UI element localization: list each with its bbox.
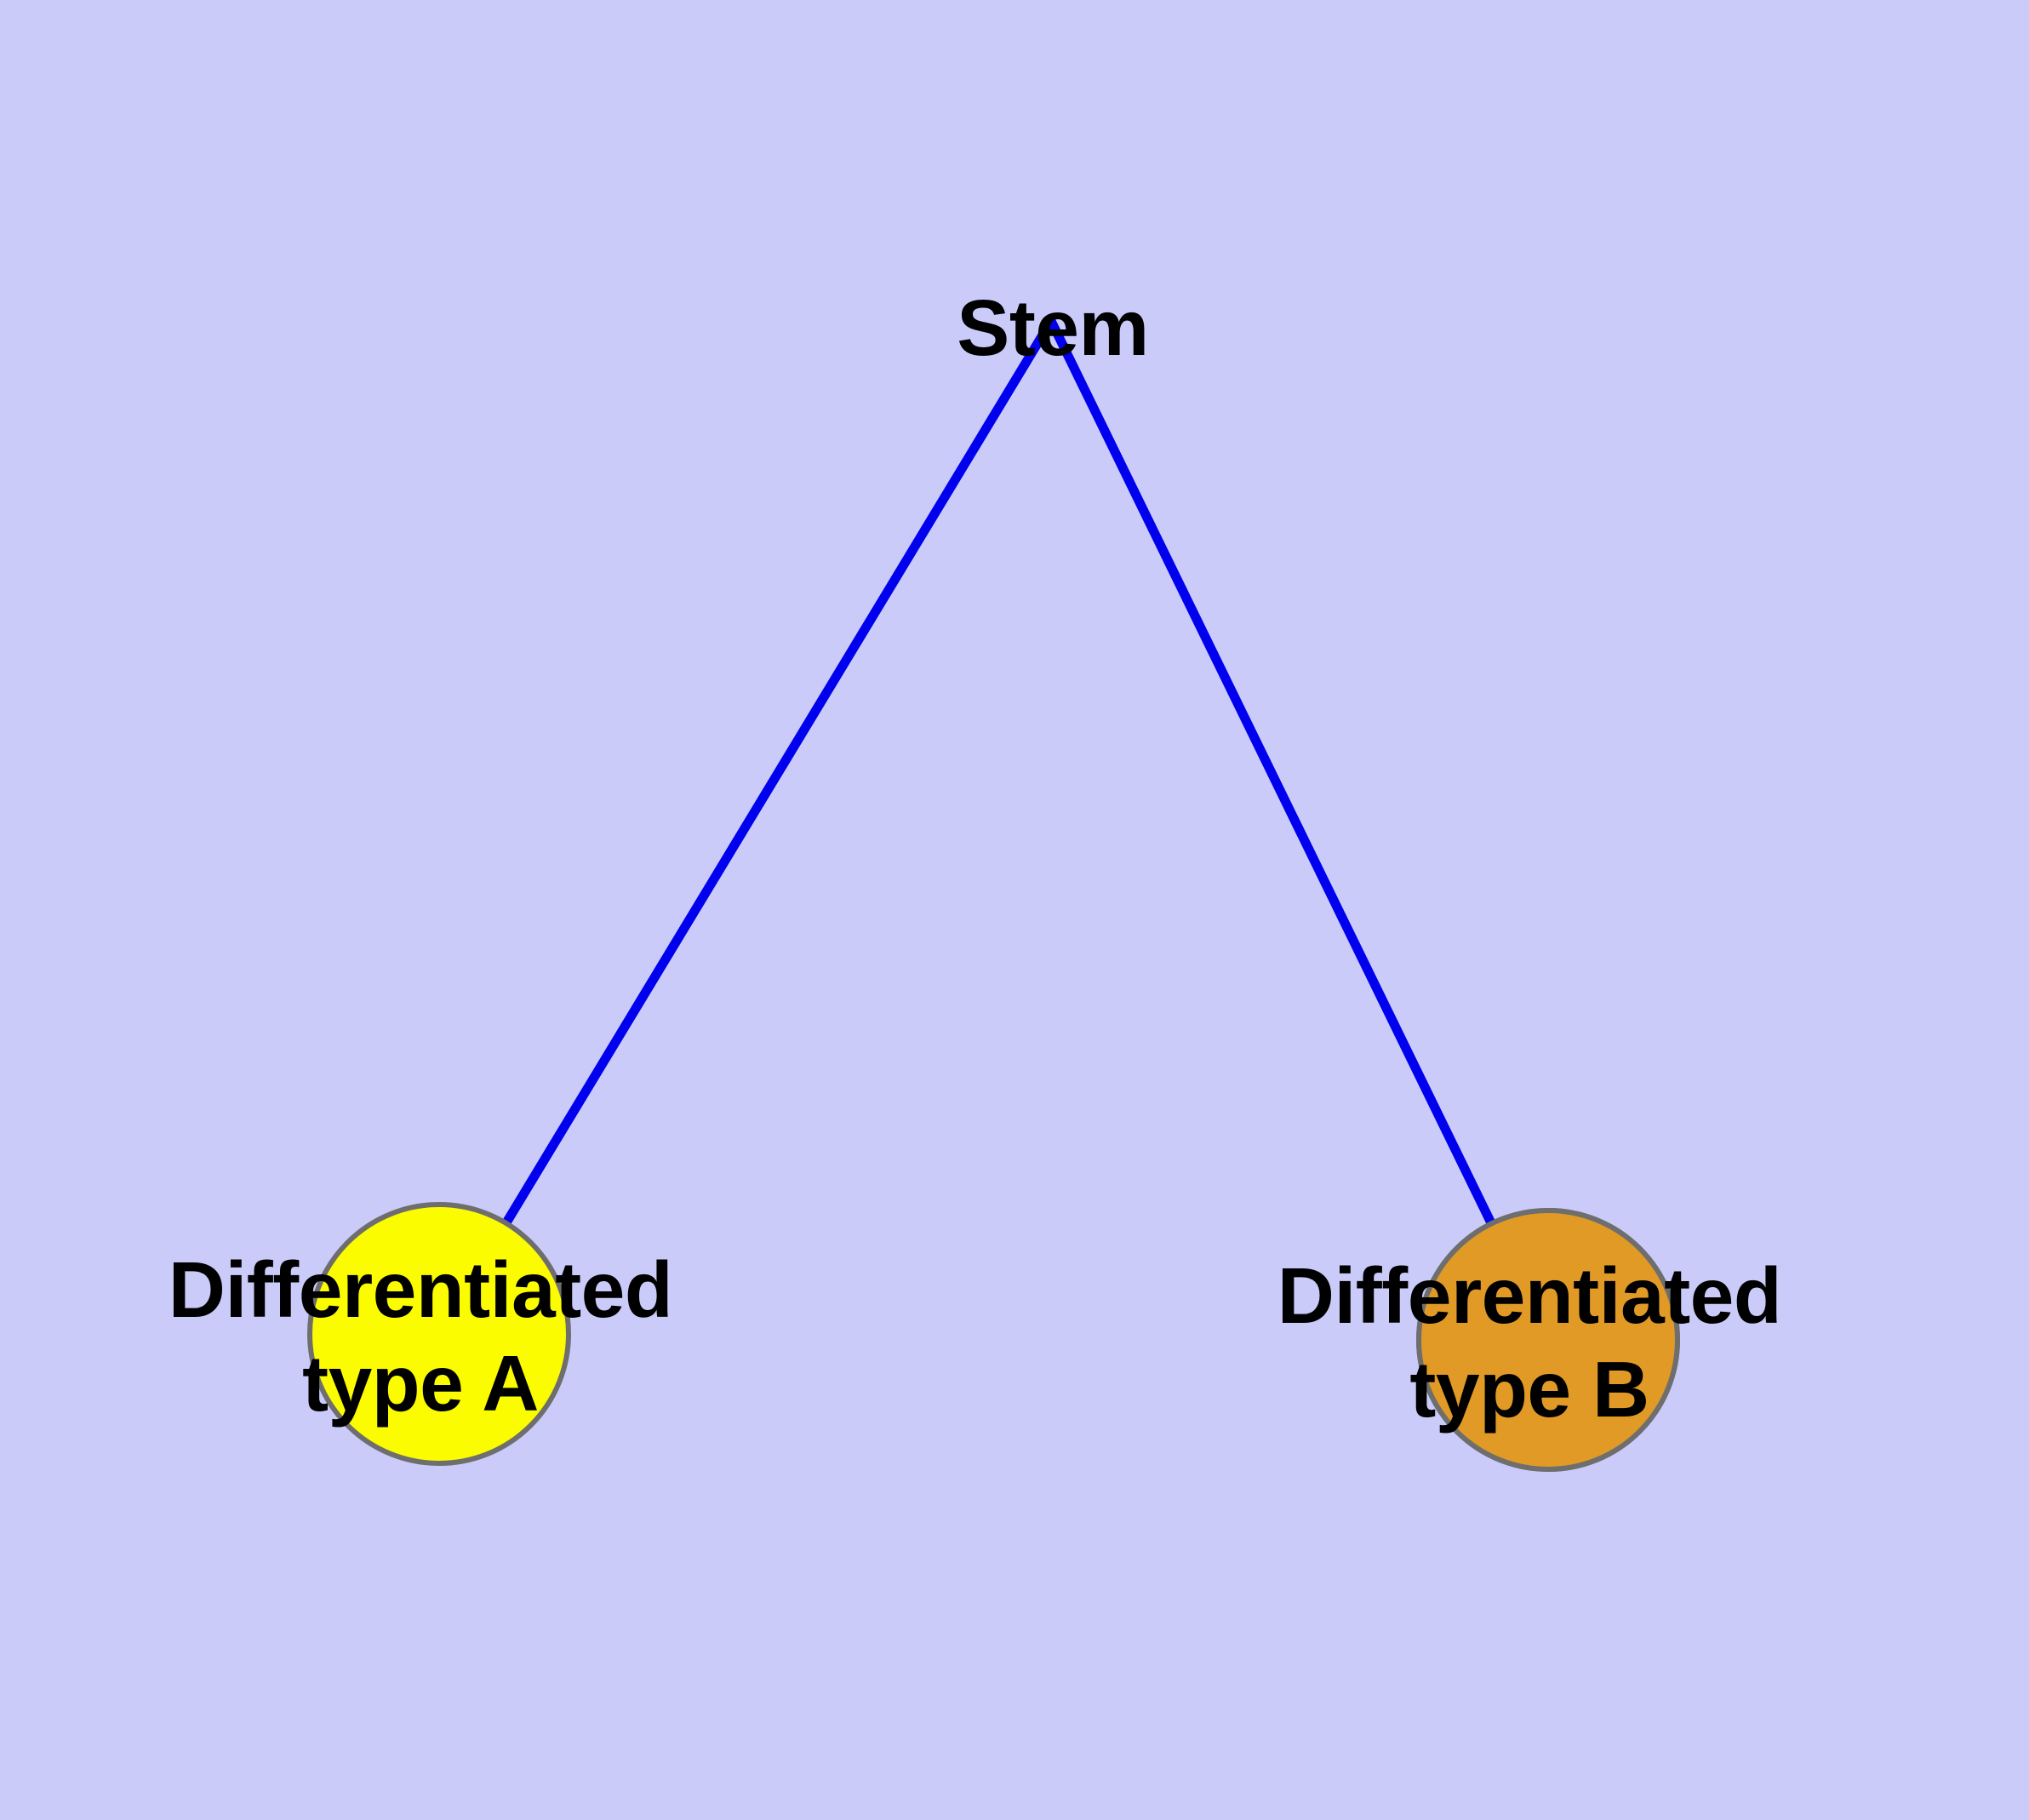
edge-stem-to-differentiated-type-a	[435, 318, 1055, 1336]
edge-stem-to-differentiated-type-b	[1047, 318, 1552, 1342]
node-layer	[307, 1202, 1680, 1472]
node-stem[interactable]	[307, 1202, 571, 1466]
node-differentiated-type-b[interactable]	[1416, 1208, 1680, 1472]
edge-layer	[435, 318, 1552, 1342]
